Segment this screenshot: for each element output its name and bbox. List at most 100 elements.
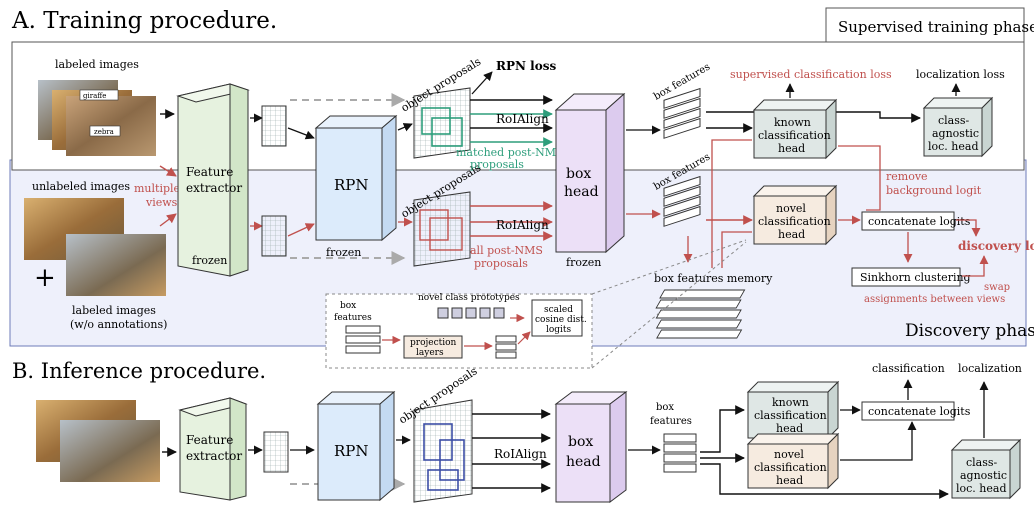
- remove-bg-label-2: background logit: [886, 184, 982, 197]
- agnostic-head-line-3: loc. head: [928, 140, 979, 153]
- inf-localization-label: localization: [958, 362, 1022, 375]
- inf-concat-logits-label: concatenate logits: [868, 405, 971, 418]
- inset-projection-layers: [403, 335, 463, 359]
- arrow-view1-to-fe: [159, 165, 177, 177]
- feature-map-top: [261, 105, 287, 147]
- arrow-memory-to-known: [711, 139, 752, 268]
- inf-fe-side: [229, 397, 247, 501]
- inset-panel: [325, 293, 593, 369]
- feature-extractor-side: [229, 83, 249, 277]
- inf-rpn-block: [316, 390, 396, 502]
- agnostic-head-line-1: class-: [938, 114, 970, 127]
- matched-label-1: matched post-NMS: [456, 146, 564, 159]
- discovery-phase-label: Discovery phase: [905, 321, 1034, 341]
- labeled-image-no-annotation: [66, 234, 166, 296]
- feature-map-bottom: [261, 215, 287, 257]
- inf-arrow-to-agnostic: [700, 463, 949, 499]
- agnostic-loc-head-train: [922, 96, 994, 158]
- object-proposals-bottom: [413, 191, 471, 267]
- inf-feature-map: [263, 431, 289, 473]
- swap-label-2: assignments between views: [864, 294, 1005, 305]
- labeled-images-thumbnail: giraffe zebra: [38, 80, 156, 156]
- all-post-nms-label-1: all post-NMS: [470, 244, 543, 257]
- inf-box-features-label-2: features: [650, 416, 692, 427]
- rpn-label: RPN: [334, 176, 369, 194]
- inset-scaled-1: scaled: [544, 305, 573, 315]
- inf-agnostic-line-3: loc. head: [956, 482, 1007, 495]
- inf-fe-label-1: Feature: [186, 433, 233, 447]
- inf-novel-head: [746, 432, 840, 490]
- supervised-cls-loss-label: supervised classification loss: [730, 68, 892, 81]
- inset-prototypes: [437, 307, 505, 319]
- inf-arrow-novel-to-concat: [840, 421, 917, 461]
- localization-loss-label: localization loss: [916, 68, 1005, 81]
- inf-known-head: [746, 380, 840, 440]
- feature-extractor-label-1: Feature: [186, 165, 233, 179]
- arrow-to-rpn-loss: [471, 71, 493, 95]
- inference-image-2: [60, 420, 160, 482]
- inf-arrow-to-known: [700, 405, 745, 453]
- sinkhorn-box: [851, 267, 961, 287]
- inf-known-line-3: head: [776, 422, 803, 435]
- arrow-view2-to-fe: [159, 213, 177, 227]
- inset-arrow-features-to-logits: [517, 331, 531, 345]
- known-head-line-2: classification: [758, 129, 831, 142]
- inf-rpn-label: RPN: [334, 442, 369, 460]
- box-features-stack-top: [663, 87, 701, 139]
- feature-extractor-label-2: extractor: [186, 181, 242, 195]
- inf-agnostic-head: [950, 438, 1022, 500]
- plus-sign: +: [34, 263, 56, 293]
- remove-bg-label-1: remove: [886, 170, 928, 183]
- known-head-line-1: known: [774, 116, 811, 129]
- tag-giraffe: giraffe: [83, 92, 106, 100]
- inf-novel-line-1: novel: [774, 448, 804, 461]
- wo-annotations-label: (w/o annotations): [70, 318, 167, 331]
- box-features-stack-bottom: [663, 175, 701, 227]
- inset-projection-2: layers: [416, 348, 444, 358]
- inf-concat-logits-box: [861, 401, 955, 421]
- swap-label-1: swap: [984, 282, 1010, 293]
- inset-box-features-1: box: [340, 301, 356, 311]
- arrow-rpn-to-proposals-top: [397, 123, 413, 132]
- inset-prototypes-label: novel class prototypes: [418, 293, 520, 303]
- training-title: A. Training procedure.: [11, 8, 277, 34]
- supervised-phase-label: Supervised training phase: [838, 18, 1034, 36]
- inf-box-features-stack: [663, 433, 697, 473]
- novel-head-line-2: classification: [758, 215, 831, 228]
- inf-known-line-2: classification: [754, 409, 827, 422]
- tag-zebra: zebra: [94, 128, 114, 136]
- inf-box-head-block: [554, 391, 628, 503]
- inset-scaled-3: logits: [546, 325, 572, 335]
- known-classification-head: [752, 98, 838, 160]
- inset-projection-1: projection: [410, 338, 457, 348]
- sinkhorn-label: Sinkhorn clustering: [860, 271, 971, 284]
- concat-logits-label-train: concatenate logits: [868, 215, 971, 228]
- inf-box-head-label-1: box: [568, 434, 593, 450]
- box-head-label-2: head: [564, 184, 599, 200]
- arrow-fmap-to-rpn-top: [287, 127, 315, 140]
- box-head-frozen: frozen: [566, 256, 601, 269]
- inset-box-features-stack: [345, 325, 381, 354]
- novel-head-line-1: novel: [776, 202, 806, 215]
- multiple-views-label-2: views: [145, 196, 178, 209]
- roialign-top: RoIAlign: [496, 112, 549, 126]
- rpn-loss-label: RPN loss: [496, 59, 556, 73]
- arrow-known-to-concat: [838, 145, 881, 211]
- labeled-images-label: labeled images: [55, 58, 139, 71]
- inference-title: B. Inference procedure.: [12, 359, 266, 383]
- discovery-loss-label: discovery loss: [958, 239, 1034, 253]
- object-proposals-top: [413, 87, 471, 159]
- all-post-nms-label-2: proposals: [474, 257, 528, 270]
- arrow-memory-to-novel: [721, 231, 752, 268]
- rpn-frozen: frozen: [326, 246, 361, 259]
- box-head-block: [554, 92, 626, 254]
- feature-extractor-frozen: frozen: [192, 254, 227, 267]
- roialign-bottom: RoIAlign: [496, 218, 549, 232]
- inset-box-features-2: features: [334, 313, 372, 323]
- matched-label-2: proposals: [470, 158, 524, 171]
- inf-box-head-label-2: head: [566, 454, 601, 470]
- box-features-memory-label: box features memory: [654, 272, 773, 285]
- arrow-concat-to-discovery-loss: [956, 219, 981, 237]
- feature-extractor: [177, 83, 231, 277]
